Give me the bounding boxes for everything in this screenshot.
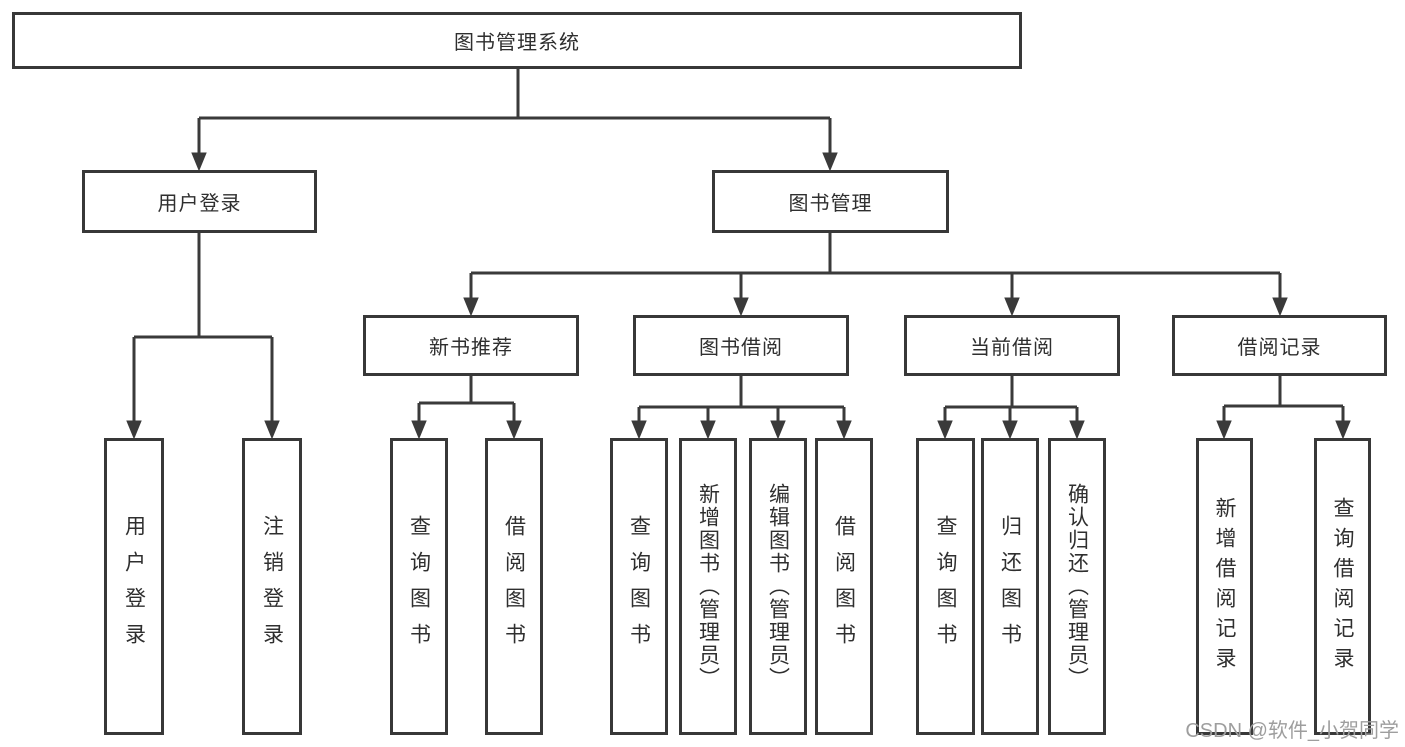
node-book-management: 图书管理 xyxy=(712,170,949,233)
leaf-query-books-current: 查询图书 xyxy=(916,438,975,735)
arrowhead-icon xyxy=(733,297,749,317)
arrowhead-icon xyxy=(822,152,838,172)
leaf-label: 借阅图书 xyxy=(502,514,526,659)
leaf-label: 归还图书 xyxy=(998,514,1022,659)
leaf-label: 查询图书 xyxy=(627,514,651,659)
arrowhead-icon xyxy=(1216,420,1232,440)
leaf-logout: 注销登录 xyxy=(242,438,302,735)
node-borrow-records: 借阅记录 xyxy=(1172,315,1387,376)
arrowhead-icon xyxy=(191,152,207,172)
node-book-borrow: 图书借阅 xyxy=(633,315,849,376)
leaf-query-borrow-record: 查询借阅记录 xyxy=(1314,438,1371,735)
arrowhead-icon xyxy=(700,420,716,440)
leaf-label: 查询图书 xyxy=(407,514,431,659)
node-current-borrow: 当前借阅 xyxy=(904,315,1120,376)
arrowhead-icon xyxy=(506,420,522,440)
arrowhead-icon xyxy=(1272,297,1288,317)
leaf-user-login: 用户登录 xyxy=(104,438,164,735)
node-root: 图书管理系统 xyxy=(12,12,1022,69)
leaf-label: 查询图书 xyxy=(934,514,957,659)
leaf-label: 确认归还（管理员） xyxy=(1065,483,1089,690)
connector-book-borrow xyxy=(631,375,852,440)
arrowhead-icon xyxy=(1069,420,1085,440)
leaf-label: 借阅图书 xyxy=(832,514,856,659)
leaf-confirm-return-admin: 确认归还（管理员） xyxy=(1048,438,1106,735)
connector-user-login xyxy=(126,233,280,440)
leaf-label: 用户登录 xyxy=(122,514,146,659)
csdn-watermark: CSDN @软件_小贺同学 xyxy=(1185,720,1399,742)
arrowhead-icon xyxy=(411,420,427,440)
connector-new-book-recommend xyxy=(411,375,522,440)
leaf-add-borrow-record: 新增借阅记录 xyxy=(1196,438,1253,735)
arrowhead-icon xyxy=(126,420,142,440)
node-new-book-recommend-label: 新书推荐 xyxy=(429,337,513,359)
node-root-label: 图书管理系统 xyxy=(454,32,580,54)
connector-book-management xyxy=(463,233,1288,317)
leaf-query-books-borrow: 查询图书 xyxy=(610,438,668,735)
arrowhead-icon xyxy=(631,420,647,440)
arrowhead-icon xyxy=(937,420,953,440)
leaf-edit-books-admin: 编辑图书（管理员） xyxy=(749,438,807,735)
arrowhead-icon xyxy=(463,297,479,317)
leaf-borrow-books: 借阅图书 xyxy=(815,438,873,735)
node-user-login-label: 用户登录 xyxy=(157,193,242,215)
leaf-label: 新增借阅记录 xyxy=(1213,496,1236,677)
connector-borrow-records xyxy=(1216,375,1351,440)
arrowhead-icon xyxy=(264,420,280,440)
leaf-label: 注销登录 xyxy=(260,514,284,659)
node-new-book-recommend: 新书推荐 xyxy=(363,315,579,376)
leaf-query-books-recommend: 查询图书 xyxy=(390,438,448,735)
node-current-borrow-label: 当前借阅 xyxy=(970,337,1054,359)
leaf-label: 编辑图书（管理员） xyxy=(766,483,790,690)
leaf-borrow-books-recommend: 借阅图书 xyxy=(485,438,543,735)
node-book-management-label: 图书管理 xyxy=(788,193,873,215)
arrowhead-icon xyxy=(836,420,852,440)
node-borrow-records-label: 借阅记录 xyxy=(1237,337,1322,359)
leaf-label: 新增图书（管理员） xyxy=(696,483,720,690)
connector-current-borrow xyxy=(937,375,1085,440)
arrowhead-icon xyxy=(1335,420,1351,440)
node-book-borrow-label: 图书借阅 xyxy=(699,337,783,359)
leaf-label: 查询借阅记录 xyxy=(1331,496,1354,677)
arrowhead-icon xyxy=(770,420,786,440)
leaf-add-books-admin: 新增图书（管理员） xyxy=(679,438,737,735)
node-user-login: 用户登录 xyxy=(82,170,317,233)
arrowhead-icon xyxy=(1004,297,1020,317)
leaf-return-books: 归还图书 xyxy=(981,438,1039,735)
connector-root xyxy=(191,68,838,172)
arrowhead-icon xyxy=(1002,420,1018,440)
